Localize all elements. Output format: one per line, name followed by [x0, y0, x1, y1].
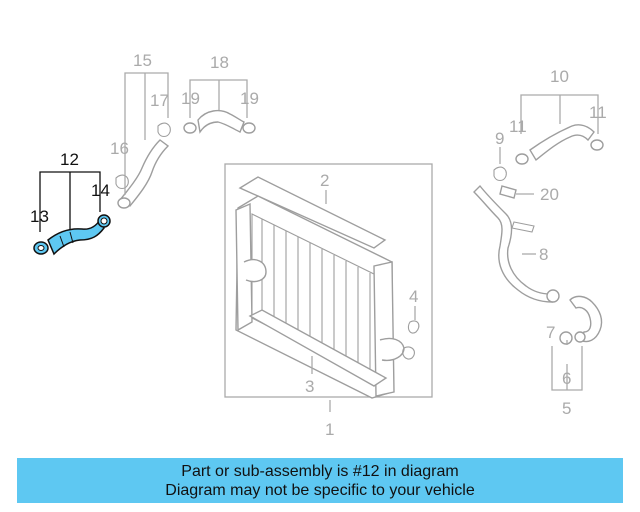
clip-part-4b [402, 346, 415, 360]
callout-6: 6 [562, 369, 571, 388]
hose-part-5-group [559, 295, 603, 345]
callout-18: 18 [210, 53, 229, 72]
hose-part-10-group [515, 124, 604, 165]
clamp-part-17 [157, 122, 171, 138]
callout-numbers: 1 2 3 4 5 6 7 8 9 10 11 11 12 13 14 15 1… [30, 51, 607, 439]
hose-part-15-group [115, 122, 171, 209]
callout-14: 14 [91, 181, 110, 200]
callout-1: 1 [325, 420, 334, 439]
upper-seal-strip [238, 176, 387, 249]
callout-10: 10 [550, 67, 569, 86]
hose-part-10 [529, 124, 595, 162]
callout-3: 3 [305, 377, 314, 396]
hose-part-15 [118, 139, 170, 207]
clamp-part-16 [115, 174, 129, 190]
clamp-part-9 [493, 166, 507, 182]
info-banner: Part or sub-assembly is #12 in diagram D… [17, 458, 623, 503]
clip-part-4 [407, 320, 420, 334]
clamp-part-6 [559, 331, 573, 345]
clamp-part-11-left [515, 153, 529, 165]
callout-17: 17 [150, 91, 169, 110]
hose-part-12-group [33, 214, 111, 256]
callout-5: 5 [562, 399, 571, 418]
callout-19-right: 19 [240, 89, 259, 108]
leader-lines [39, 72, 599, 412]
callout-20: 20 [540, 185, 559, 204]
clamp-part-7 [574, 331, 586, 343]
lower-seal-strip [248, 309, 388, 387]
callout-8: 8 [539, 245, 548, 264]
bracket-part-20 [499, 185, 517, 199]
intercooler-reference-box [224, 163, 433, 398]
callout-4: 4 [409, 287, 418, 306]
hose-part-18-group [183, 109, 256, 134]
left-end-tank [235, 202, 253, 332]
callout-12: 12 [60, 150, 79, 169]
callout-11-right: 11 [589, 103, 607, 122]
clamp-part-19-right [242, 122, 256, 134]
hose-part-5 [569, 295, 603, 343]
clamp-part-13-hole [37, 245, 45, 251]
pipe-bracket [511, 221, 535, 233]
callout-7: 7 [546, 323, 555, 342]
hose-part-12 [47, 218, 105, 256]
intercooler-assembly [224, 163, 433, 399]
callout-19-left: 19 [181, 89, 200, 108]
inlet-stub [243, 258, 267, 283]
callout-15: 15 [133, 51, 152, 70]
callout-9: 9 [495, 129, 504, 148]
callout-2: 2 [320, 171, 329, 190]
callout-13: 13 [30, 207, 49, 226]
hose-part-12-ribs [59, 231, 74, 248]
banner-line-1: Part or sub-assembly is #12 in diagram [181, 462, 459, 480]
pipe-part-8-group [473, 166, 560, 303]
clamp-part-14-hole [100, 217, 108, 225]
clamp-part-11-right [590, 139, 604, 151]
right-end-tank [373, 261, 395, 397]
callout-16: 16 [110, 139, 129, 158]
banner-line-2: Diagram may not be specific to your vehi… [165, 481, 475, 499]
clamp-part-19-left [183, 122, 197, 134]
outlet-stub [379, 337, 405, 362]
callout-11-left: 11 [509, 117, 527, 136]
pipe-part-8-end [546, 289, 560, 303]
hose-part-18 [197, 109, 245, 134]
hose-part-15-end [117, 197, 131, 209]
